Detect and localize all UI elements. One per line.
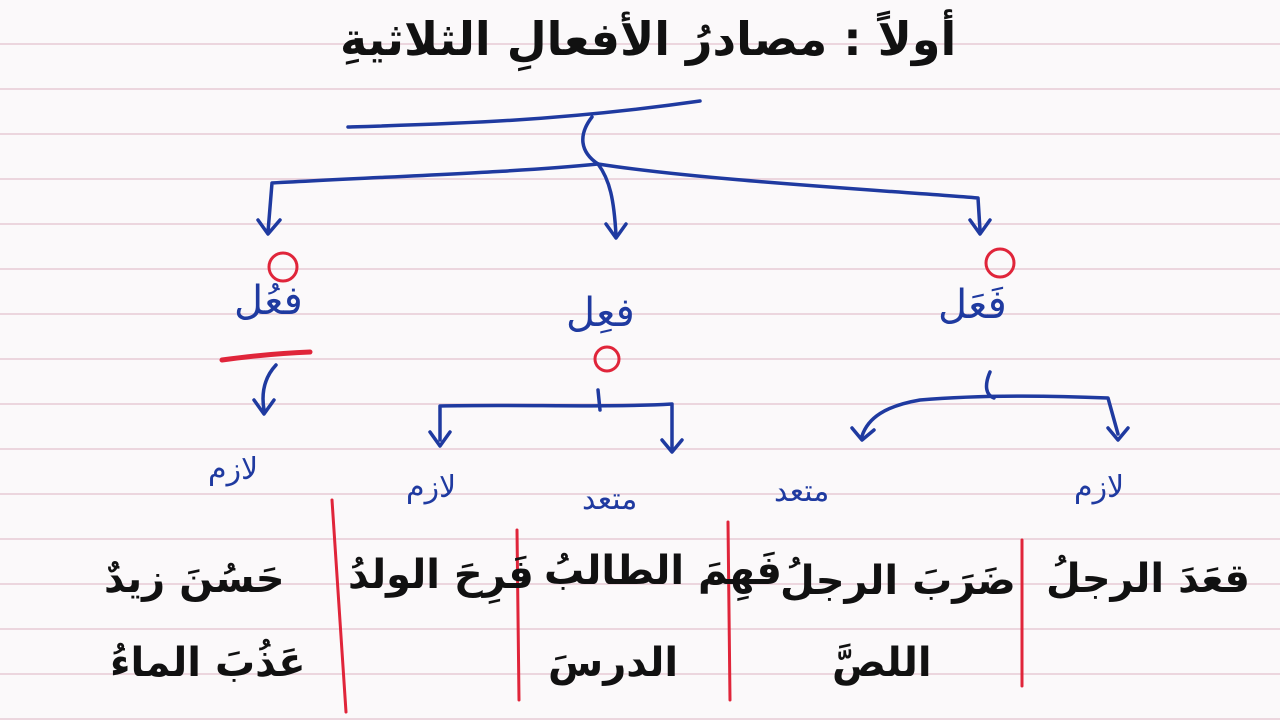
pattern-fa3ila: فعِل: [566, 290, 635, 336]
right-sub-branch: [860, 394, 1120, 438]
example-middle-mutaaddi-2: الدرسَ: [548, 640, 679, 686]
page-title: أولاً : مصادرُ الأفعالِ الثلاثيةِ: [340, 12, 957, 66]
example-right-mutaaddi-2: اللصَّ: [832, 640, 932, 686]
example-left-lazim-1: حَسُنَ زيدٌ: [104, 556, 285, 602]
arrowhead-right-right: [1106, 426, 1130, 442]
category-lazim-right: لازم: [1074, 470, 1125, 505]
arrowhead-right-left: [850, 426, 876, 442]
branch-to-left: [266, 162, 600, 234]
vowel-circle-left: [267, 251, 299, 283]
category-mutaaddi-right: متعد: [774, 474, 830, 509]
tree-trunk: [581, 115, 600, 166]
left-pattern-arrow: [261, 363, 278, 412]
arrowhead-left: [256, 218, 282, 236]
arrowhead-middle-right: [660, 438, 684, 454]
branch-to-middle: [596, 162, 618, 237]
middle-sub-branch: [438, 402, 674, 450]
example-left-lazim-2: عَذُبَ الماءُ: [110, 640, 306, 686]
example-right-mutaaddi-1: ضَرَبَ الرجلُ: [780, 558, 1016, 604]
red-underline-left: [219, 349, 313, 363]
branch-to-right: [596, 162, 982, 232]
category-lazim-middle: لازم: [406, 470, 457, 505]
category-mutaaddi-middle: متعد: [582, 482, 638, 517]
arrowhead-left-down: [252, 398, 276, 416]
category-lazim-left: لازم: [208, 452, 259, 487]
vowel-circle-right: [984, 247, 1016, 279]
arrowhead-middle: [604, 222, 628, 240]
arrowhead-right: [968, 218, 992, 236]
example-middle-lazim-1: فَرِحَ الولدُ: [348, 552, 534, 598]
example-right-lazim-1: قعَدَ الرجلُ: [1046, 556, 1250, 602]
title-underline: [346, 99, 702, 129]
column-divider-4: [330, 498, 348, 714]
right-sub-stem: [984, 370, 996, 400]
column-divider-2: [726, 520, 732, 702]
arrowhead-middle-left: [428, 430, 452, 448]
example-middle-mutaaddi-1: فَهِمَ الطالبُ: [544, 548, 782, 594]
vowel-circle-middle: [593, 345, 621, 373]
pattern-fa3ala: فَعَل: [938, 282, 1007, 328]
pattern-fa3ula: فعُل: [234, 278, 303, 324]
column-divider-3: [515, 528, 521, 702]
